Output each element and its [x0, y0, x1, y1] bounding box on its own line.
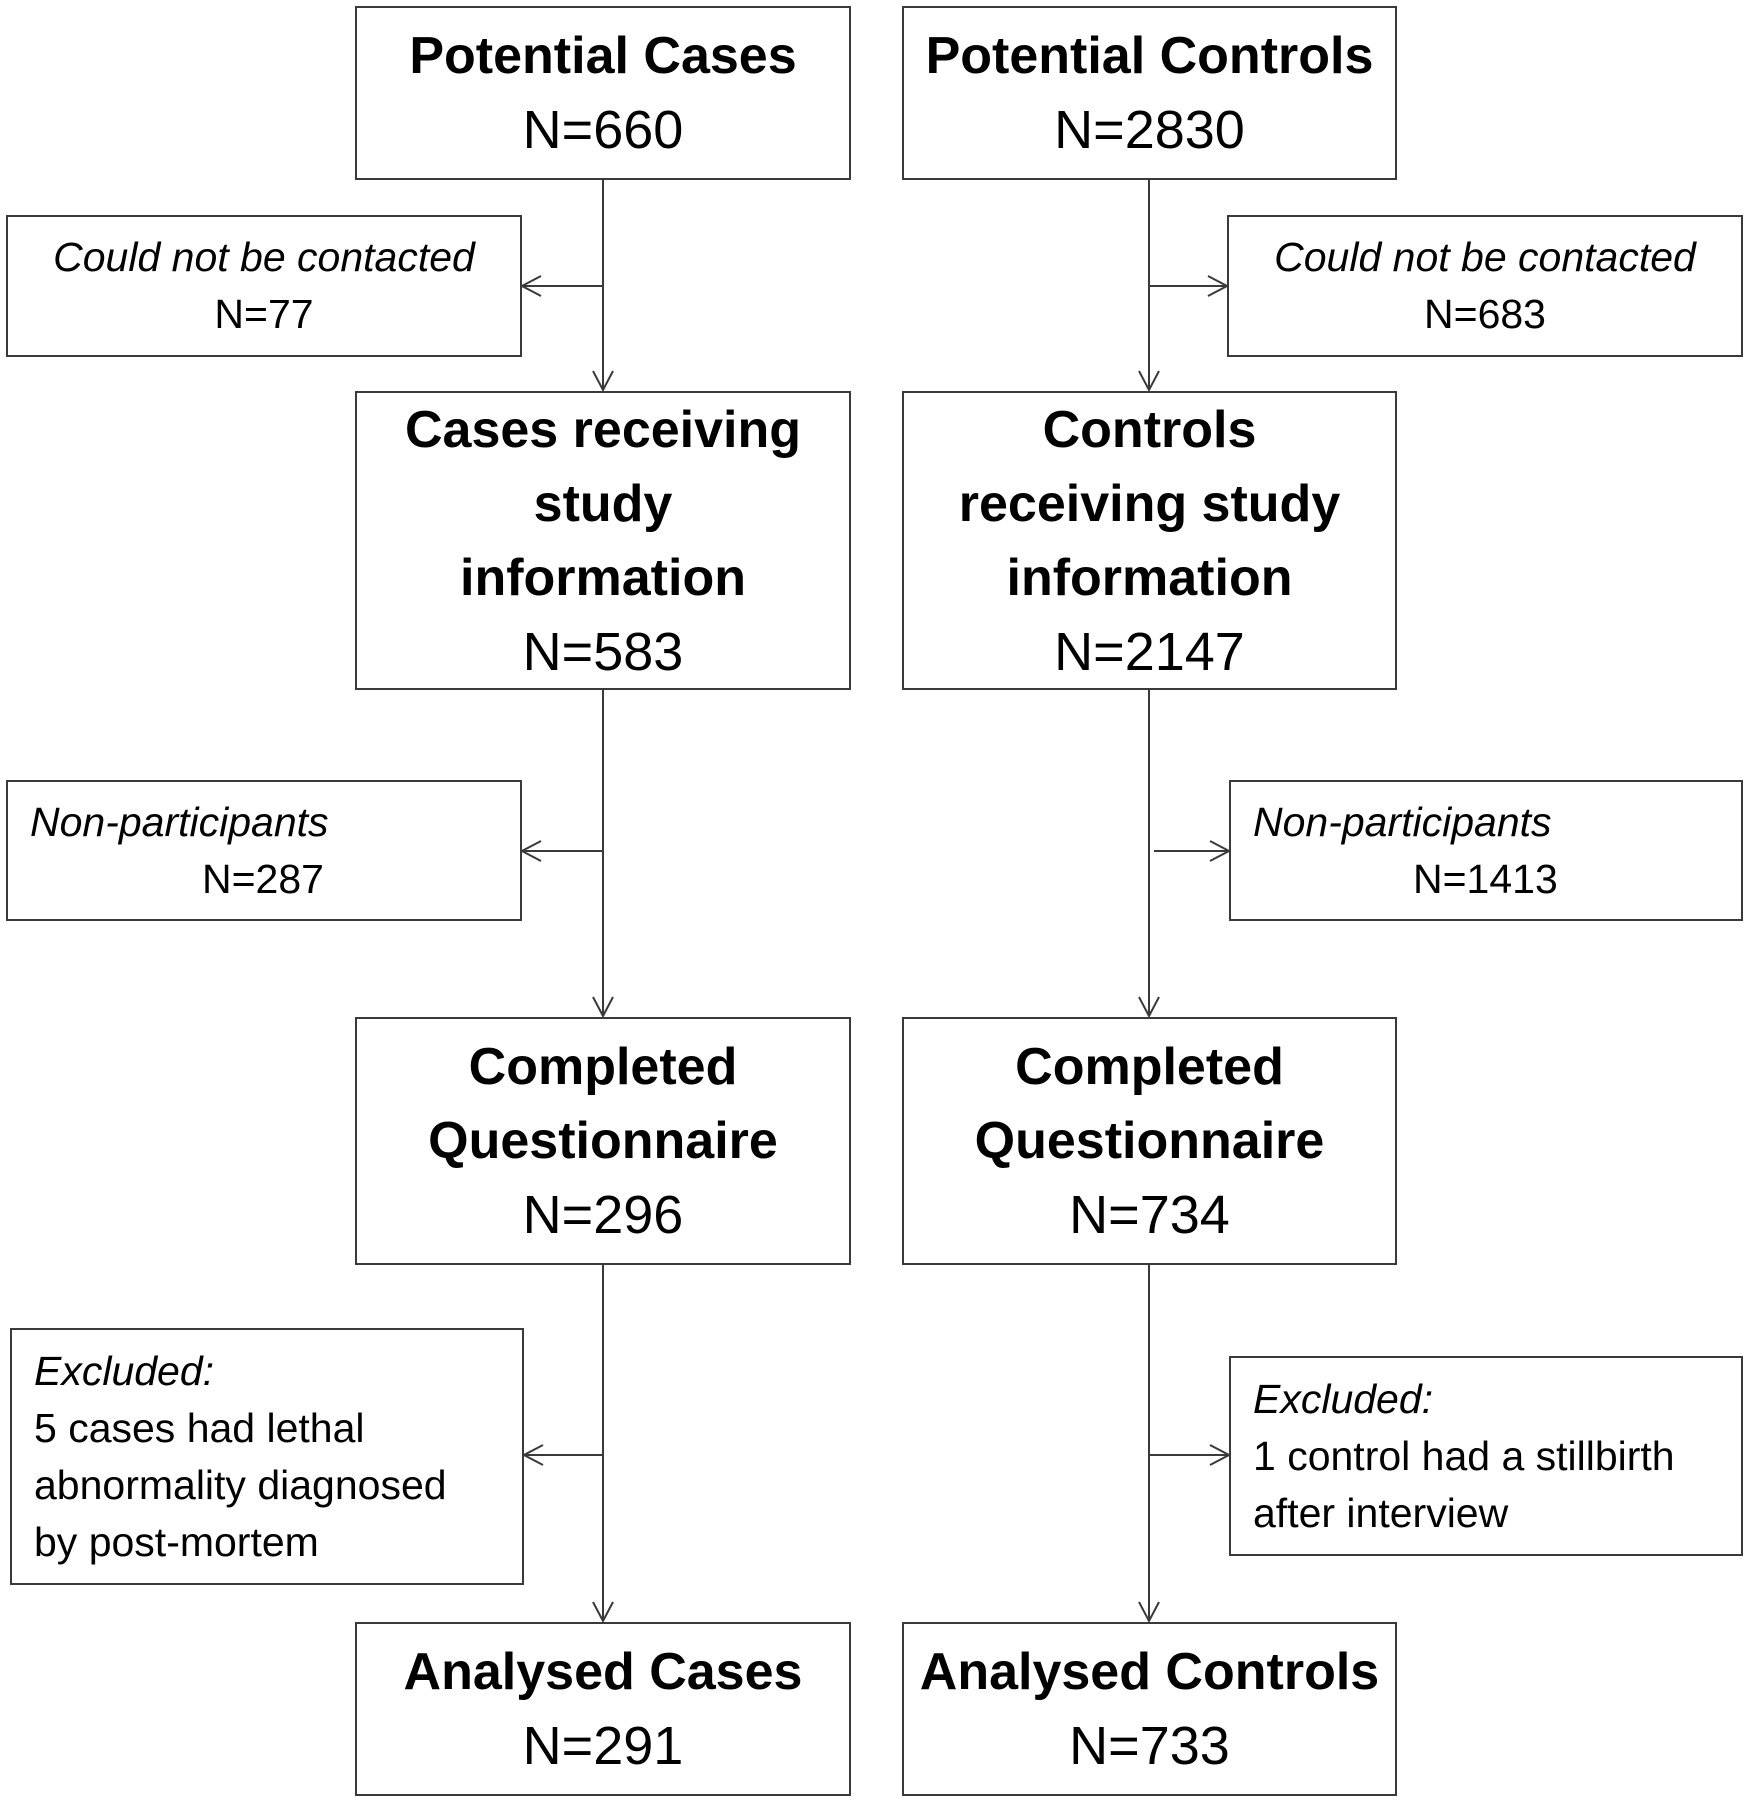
controls-non-participants-label: Non-participants — [1253, 798, 1552, 845]
analysed-cases-count: N=291 — [522, 1716, 684, 1776]
controls-receiving-title-line-3: information — [1006, 548, 1293, 607]
cases-excluded-detail-line-2: abnormality diagnosed — [34, 1461, 447, 1508]
potential-controls-box: Potential Controls N=2830 — [902, 6, 1397, 180]
potential-controls-count: N=2830 — [1054, 100, 1245, 160]
potential-cases-title: Potential Cases — [409, 27, 797, 85]
potential-cases-count: N=660 — [522, 100, 684, 160]
cases-excluded-label: Excluded: — [34, 1347, 215, 1394]
analysed-cases-box: Analysed Cases N=291 — [355, 1622, 851, 1796]
analysed-controls-count: N=733 — [1069, 1716, 1230, 1776]
cases-excluded-detail-line-3: by post-mortem — [34, 1518, 319, 1565]
controls-not-contacted-box: Could not be contacted N=683 — [1227, 215, 1743, 357]
cases-non-participants-label: Non-participants — [30, 798, 329, 845]
cases-excluded-detail-line-1: 5 cases had lethal — [34, 1404, 365, 1451]
controls-receiving-title-line-1: Controls — [1042, 400, 1257, 459]
cases-not-contacted-label: Could not be contacted — [53, 234, 475, 280]
controls-completed-title-line-2: Questionnaire — [974, 1112, 1325, 1170]
cases-non-participants-box: Non-participants N=287 — [6, 780, 522, 921]
potential-cases-box: Potential Cases N=660 — [355, 6, 851, 180]
controls-receiving-box: Controls receiving study information N=2… — [902, 391, 1397, 690]
controls-receiving-count: N=2147 — [1054, 621, 1245, 682]
cases-receiving-title-line-3: information — [460, 548, 746, 607]
cases-not-contacted-count: N=77 — [214, 291, 314, 337]
cases-receiving-title-line-1: Cases receiving — [404, 400, 802, 459]
cases-completed-title-line-2: Questionnaire — [428, 1112, 778, 1170]
controls-completed-box: Completed Questionnaire N=734 — [902, 1017, 1397, 1265]
cases-not-contacted-box: Could not be contacted N=77 — [6, 215, 522, 357]
controls-receiving-title-line-2: receiving study — [958, 474, 1341, 533]
controls-completed-count: N=734 — [1069, 1185, 1230, 1245]
controls-completed-title-line-1: Completed — [1015, 1038, 1284, 1096]
cases-receiving-title-line-2: study — [533, 474, 673, 533]
controls-non-participants-box: Non-participants N=1413 — [1229, 780, 1743, 921]
controls-excluded-box: Excluded: 1 control had a stillbirth aft… — [1229, 1356, 1743, 1556]
cases-completed-box: Completed Questionnaire N=296 — [355, 1017, 851, 1265]
controls-excluded-detail-line-2: after interview — [1253, 1489, 1509, 1536]
controls-excluded-detail-line-1: 1 control had a stillbirth — [1253, 1432, 1675, 1479]
potential-controls-title: Potential Controls — [925, 27, 1374, 85]
analysed-controls-box: Analysed Controls N=733 — [902, 1622, 1397, 1796]
cases-non-participants-count: N=287 — [202, 855, 324, 902]
controls-non-participants-count: N=1413 — [1413, 855, 1558, 902]
controls-not-contacted-label: Could not be contacted — [1274, 234, 1696, 280]
cases-completed-title-line-1: Completed — [468, 1038, 738, 1096]
cases-receiving-count: N=583 — [522, 621, 684, 682]
cases-excluded-box: Excluded: 5 cases had lethal abnormality… — [10, 1328, 524, 1585]
controls-excluded-label: Excluded: — [1253, 1375, 1434, 1422]
analysed-controls-title: Analysed Controls — [919, 1643, 1380, 1701]
cases-receiving-box: Cases receiving study information N=583 — [355, 391, 851, 690]
analysed-cases-title: Analysed Cases — [403, 1643, 803, 1701]
controls-not-contacted-count: N=683 — [1424, 291, 1546, 337]
cases-completed-count: N=296 — [522, 1185, 684, 1245]
